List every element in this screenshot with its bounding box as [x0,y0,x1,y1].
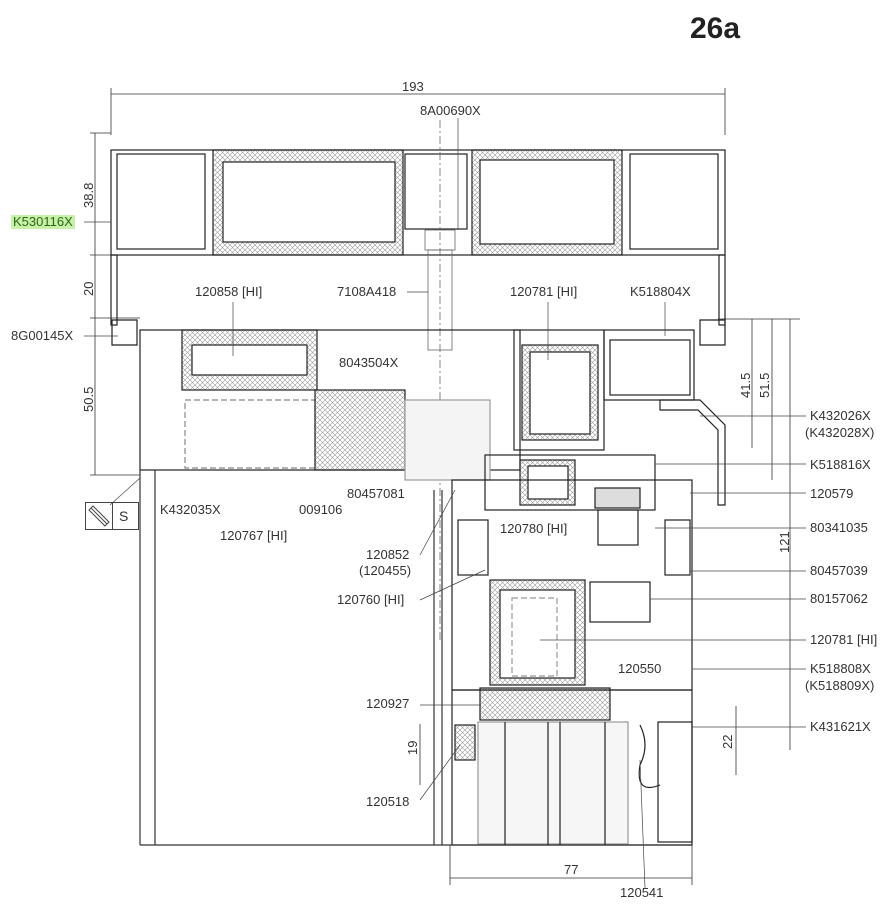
top-frame-profile [110,149,726,326]
label-80457081: 80457081 [347,486,405,501]
label-80157062: 80157062 [810,591,868,606]
dim-22: 22 [720,734,735,749]
label-K530116X-highlighted: K530116X [11,214,75,229]
dim-77: 77 [564,862,579,877]
dim-41-5: 41.5 [738,372,753,398]
screw-7108A418 [424,120,456,640]
vent-profile [451,454,693,846]
label-K432028X: (K432028X) [805,425,875,440]
label-8G00145X: 8G00145X [11,328,74,343]
dim-19: 19 [405,740,420,755]
label-120455: (120455) [359,563,412,578]
label-120760: 120760 [HI] [337,592,405,607]
label-120518: 120518 [366,794,410,809]
label-120858: 120858 [HI] [195,284,263,299]
label-120541: 120541 [620,885,664,900]
label-K518816X: K518816X [810,457,871,472]
label-K432026X: K432026X [810,408,871,423]
label-K518809X: (K518809X) [805,678,875,693]
dim-gap: 20 [81,281,96,296]
label-120579: 120579 [810,486,854,501]
label-K518808X: K518808X [810,661,871,676]
label-K432035X: K432035X [160,502,221,517]
label-K431621X: K431621X [810,719,871,734]
label-120550: 120550 [618,661,662,676]
dim-51-5: 51.5 [757,372,772,398]
label-7108A418: 7108A418 [337,284,397,299]
label-8043504X: 8043504X [339,355,399,370]
dim-sash-height: 50.5 [81,386,96,412]
label-009106: 009106 [299,502,343,517]
pencil-icon [86,503,113,529]
label-120781-top: 120781 [HI] [510,284,578,299]
label-120927: 120927 [366,696,410,711]
dimension-lines [90,88,800,885]
label-120780: 120780 [HI] [500,521,568,536]
label-80341035: 80341035 [810,520,868,535]
section-letter: S [119,508,129,524]
section-symbol: S [85,502,139,530]
glazing-lines [139,470,692,846]
label-80457039: 80457039 [810,563,868,578]
dim-overall-width: 193 [402,79,424,94]
dim-121: 121 [777,531,792,553]
label-120852: 120852 [366,547,410,562]
drawing-number: 26a [690,12,741,45]
label-K518804X: K518804X [630,284,691,299]
sash-profile [111,319,726,506]
label-8A00690X: 8A00690X [420,103,481,118]
dim-top-frame-height: 38.8 [81,182,96,208]
leader-lines [84,118,806,889]
label-120767: 120767 [HI] [220,528,288,543]
label-120781-right: 120781 [HI] [810,632,878,647]
